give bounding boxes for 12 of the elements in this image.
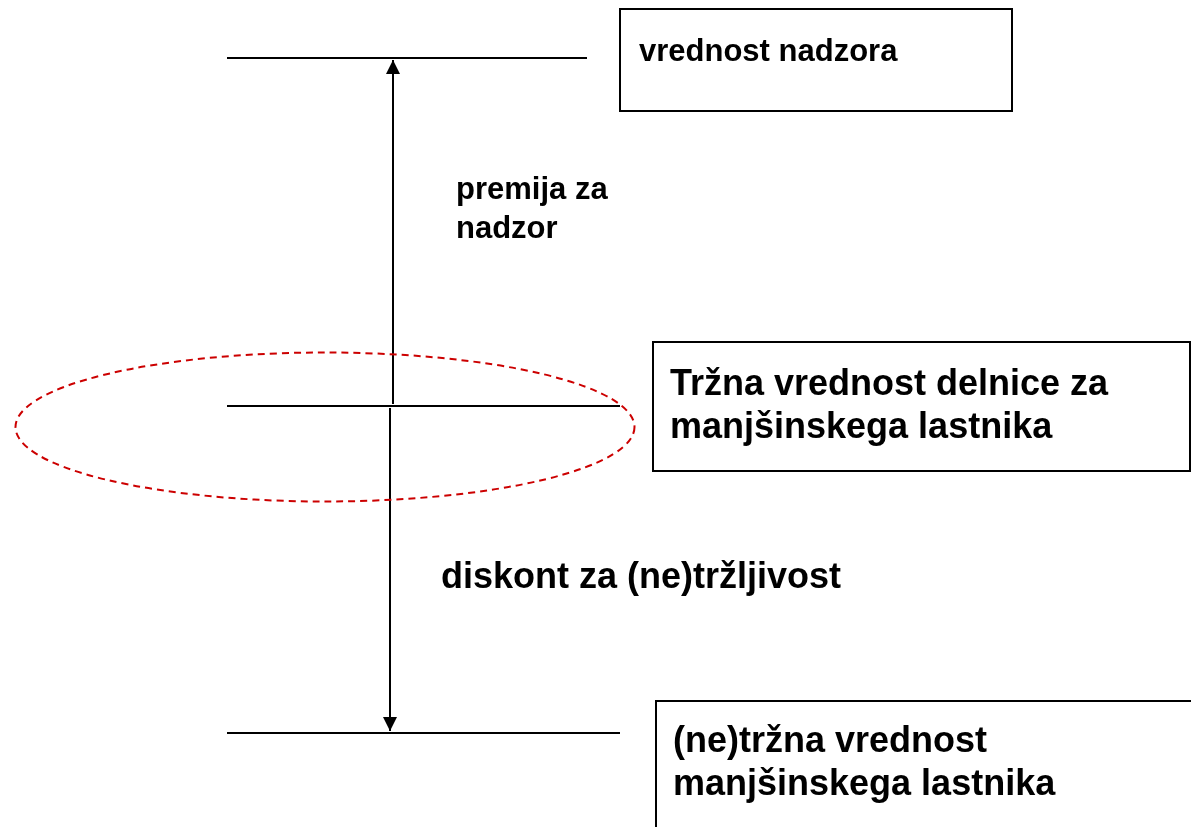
label-box: [619, 8, 1013, 112]
level-line: [227, 57, 587, 59]
label-box: [652, 341, 1191, 472]
dashed-ellipse: [14, 351, 636, 503]
box-text: (ne)tržna vrednost manjšinskega lastnika: [673, 718, 1057, 805]
arrow: [386, 59, 400, 405]
arrow: [383, 407, 397, 732]
label-box: [655, 700, 1191, 827]
box-text: vrednost nadzora: [639, 32, 898, 70]
level-line: [227, 732, 620, 734]
box-text: Tržna vrednost delnice za manjšinskega lastnika: [670, 361, 1110, 448]
level-line: [227, 405, 620, 407]
